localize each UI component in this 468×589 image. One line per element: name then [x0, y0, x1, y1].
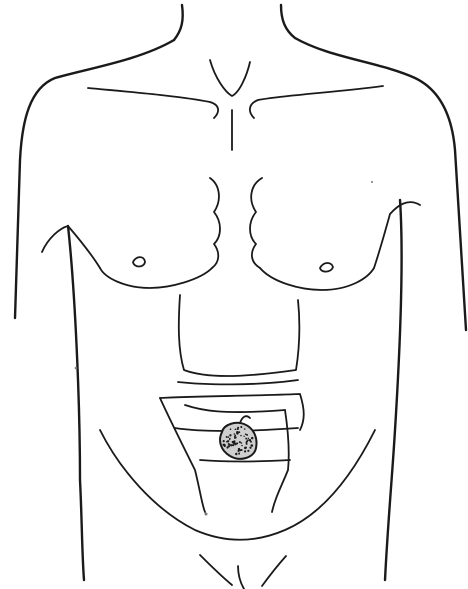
nipples	[133, 257, 333, 272]
lesion-stipple-dot	[251, 444, 254, 447]
lesion-stipple-dot	[238, 448, 240, 450]
clavicles	[88, 86, 383, 118]
lesion-stipple-dot	[235, 453, 237, 455]
lesion-stipple-dot	[224, 445, 226, 447]
lesion-stipple-dot	[228, 445, 230, 447]
lesion-stipple-dot	[246, 440, 248, 442]
lesion-stipple-dot	[244, 428, 246, 430]
groin-lines	[200, 555, 286, 589]
lesion-stipple-dot	[241, 442, 243, 444]
rectus-abdominis	[178, 295, 299, 384]
lesion-stipple-dot	[249, 440, 251, 442]
lesion-stipple-dot	[223, 440, 225, 442]
lesion-stipple-dot	[228, 443, 230, 445]
lesion-stipple-dot	[234, 435, 236, 437]
lesion-stipple-dot	[248, 438, 249, 439]
right-pectoral	[250, 178, 420, 290]
arm-inner-lines	[68, 200, 402, 580]
lesion-stipple-dot	[230, 428, 232, 430]
lesion-stipple-dot	[251, 437, 253, 439]
lesion-stipple-dot	[243, 436, 244, 437]
lesion-stipple-dot	[236, 442, 238, 444]
lesion-stipple-dot	[245, 438, 247, 440]
lesion-stipple-dot	[234, 437, 236, 439]
lesion-stipple-dot	[246, 434, 248, 436]
lesion-stipple-dot	[229, 439, 230, 440]
right-shoulder-arm	[295, 38, 466, 330]
lesion-stipple-dot	[233, 441, 236, 444]
lesion	[220, 416, 256, 459]
lesion-stipple-dot	[240, 435, 241, 436]
lesion-stipple-dot	[227, 436, 229, 438]
scan-specks	[75, 181, 373, 516]
left-shoulder-arm	[15, 40, 174, 318]
lesion-stipple-dot	[250, 447, 252, 449]
lesion-stipple-dot	[232, 444, 234, 446]
lesion-stipple-dot	[227, 440, 229, 442]
lesion-stipple-dot	[244, 450, 246, 452]
lesion-stipple-dot	[238, 453, 240, 455]
lesion-stipple-dot	[240, 426, 242, 428]
lesion-stipple-dot	[237, 427, 239, 429]
lesion-stipple-dot	[234, 433, 236, 435]
lesion-stipple-dot	[247, 450, 249, 452]
lesion-stipple-dot	[246, 443, 248, 445]
lesion-stipple-dot	[236, 431, 239, 434]
lesion-stipple-dot	[241, 445, 242, 446]
suprasternal-notch	[210, 60, 250, 96]
lesion-stipple-dot	[238, 431, 240, 433]
lesion-stipple-dot	[229, 434, 231, 436]
lesion-stipple-dot	[235, 428, 237, 430]
lesion-stipple-dot	[226, 436, 228, 438]
neck	[174, 5, 295, 40]
lesion-stipple-dot	[245, 447, 247, 449]
